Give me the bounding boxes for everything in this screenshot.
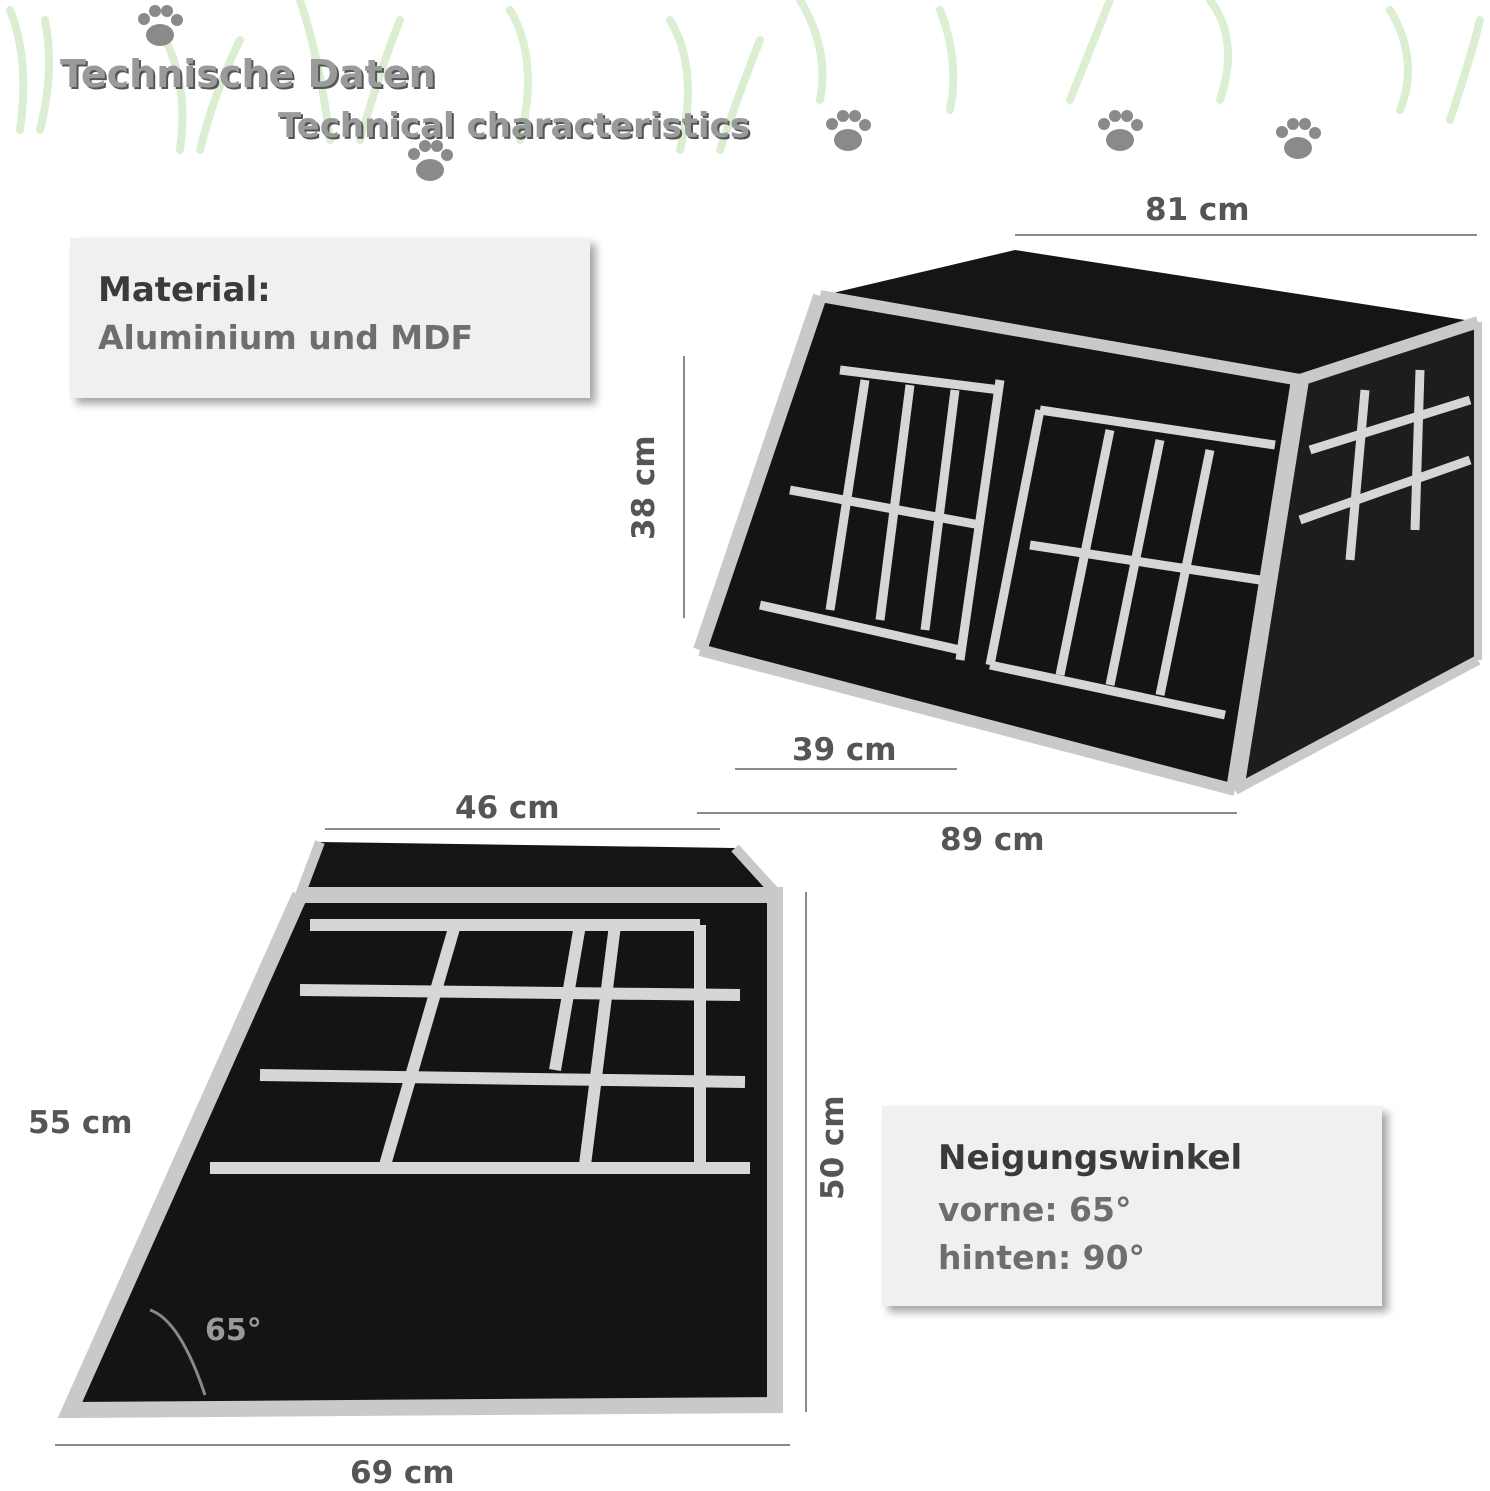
dim-line-door xyxy=(735,768,957,770)
dim-top-width: 81 cm xyxy=(1145,192,1250,228)
paw-icon xyxy=(138,5,183,46)
dim-line-bottom xyxy=(697,812,1237,814)
dim-door-width: 39 cm xyxy=(792,732,897,768)
dim-side-top: 46 cm xyxy=(455,790,560,826)
dim-line-side-bottom xyxy=(55,1444,790,1446)
dim-line-height xyxy=(683,356,685,618)
dim-line-side-top xyxy=(325,828,720,830)
crate-side-view xyxy=(57,840,783,1419)
paw-icon xyxy=(1276,118,1321,159)
title-german: Technische Daten xyxy=(60,52,436,96)
angle-label: 65° xyxy=(205,1313,262,1348)
dim-line-top xyxy=(1015,234,1477,236)
material-value: Aluminium und MDF xyxy=(98,318,474,357)
angle-title: Neigungswinkel xyxy=(938,1138,1243,1178)
material-card: Material: Aluminium und MDF xyxy=(70,238,590,398)
angle-card: Neigungswinkel vorne: 65° hinten: 90° xyxy=(882,1106,1382,1306)
dim-bottom-width: 89 cm xyxy=(940,822,1045,858)
crate-front-view xyxy=(693,250,1482,796)
dim-front-height: 38 cm xyxy=(626,435,662,540)
paw-icon xyxy=(826,110,871,151)
title-english: Technical characteristics xyxy=(278,106,750,146)
dim-line-side-height xyxy=(805,892,807,1412)
dim-side-height: 50 cm xyxy=(815,1095,851,1200)
paw-icon xyxy=(1098,110,1143,151)
dim-side-bottom: 69 cm xyxy=(350,1455,455,1491)
angle-front: vorne: 65° xyxy=(938,1190,1132,1229)
dim-side-slant: 55 cm xyxy=(28,1105,133,1141)
grass-decoration xyxy=(6,0,1484,154)
paw-icon xyxy=(408,140,453,181)
material-title: Material: xyxy=(98,270,271,310)
angle-back: hinten: 90° xyxy=(938,1238,1146,1277)
